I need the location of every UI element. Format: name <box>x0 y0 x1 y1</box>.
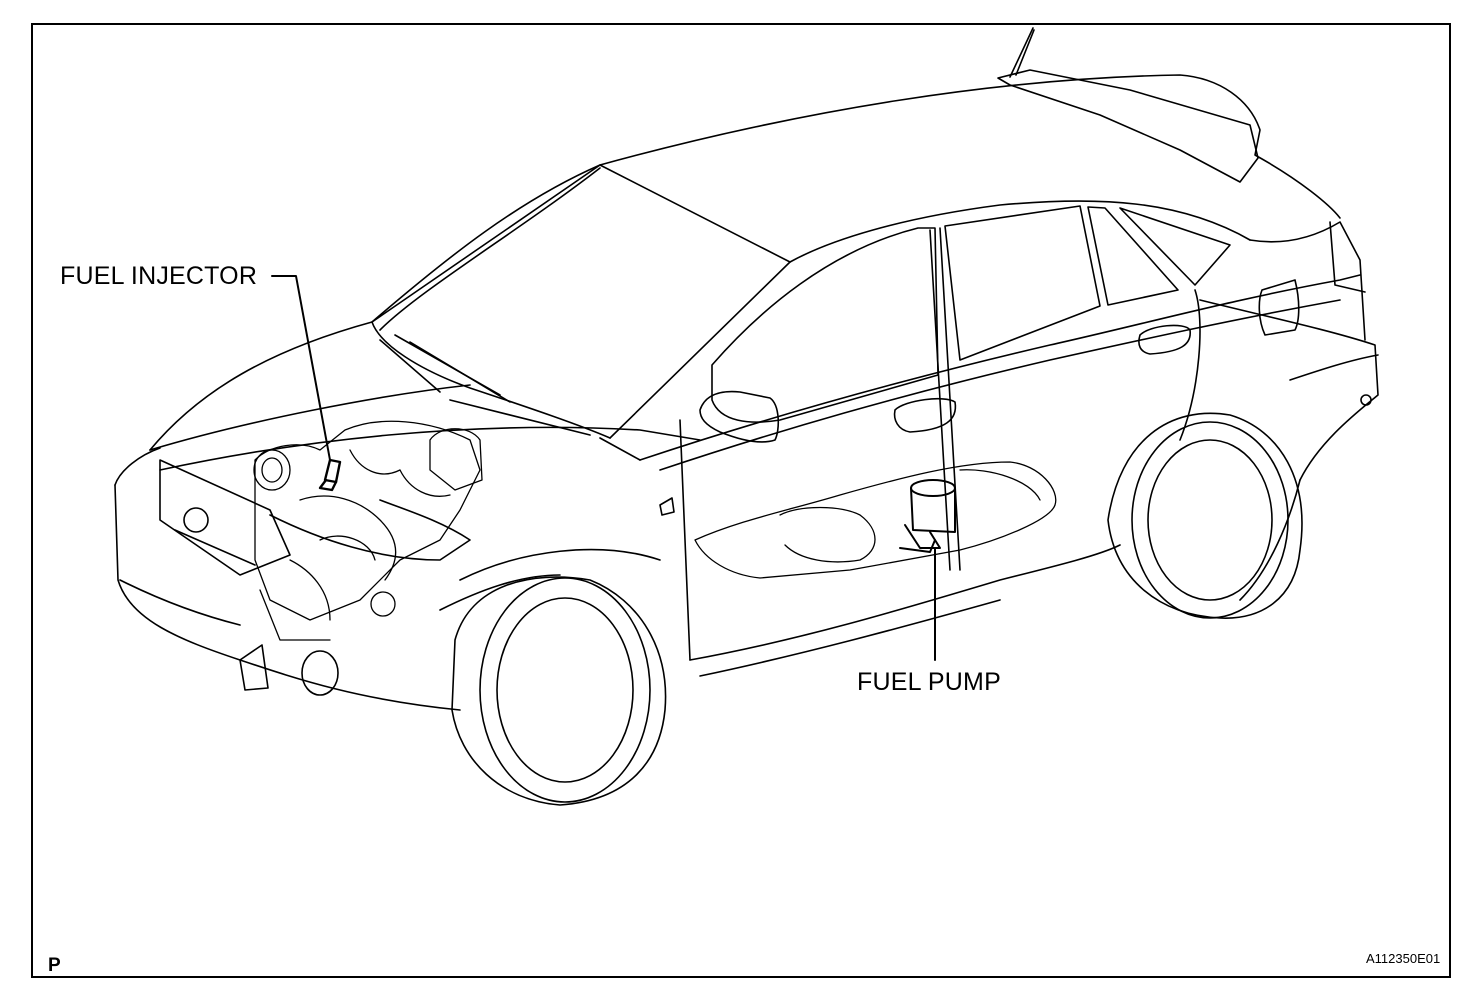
fuel-tank <box>694 461 1057 579</box>
engine-assembly <box>253 420 483 641</box>
view-code: P <box>48 955 61 976</box>
leader-lines <box>271 275 936 661</box>
fuel-injector-leader <box>271 275 331 461</box>
fuel-pump <box>899 479 956 553</box>
rear-wheel <box>1107 412 1303 619</box>
fuel-injector-label: FUEL INJECTOR <box>60 262 258 290</box>
fuel-injector <box>318 458 342 492</box>
figure-border <box>31 23 1451 978</box>
fuel-pump-label: FUEL PUMP <box>857 668 1001 696</box>
figure-code: A112350E01 <box>1366 951 1441 966</box>
car-body-outline <box>114 27 1379 711</box>
front-wheel <box>451 576 667 806</box>
